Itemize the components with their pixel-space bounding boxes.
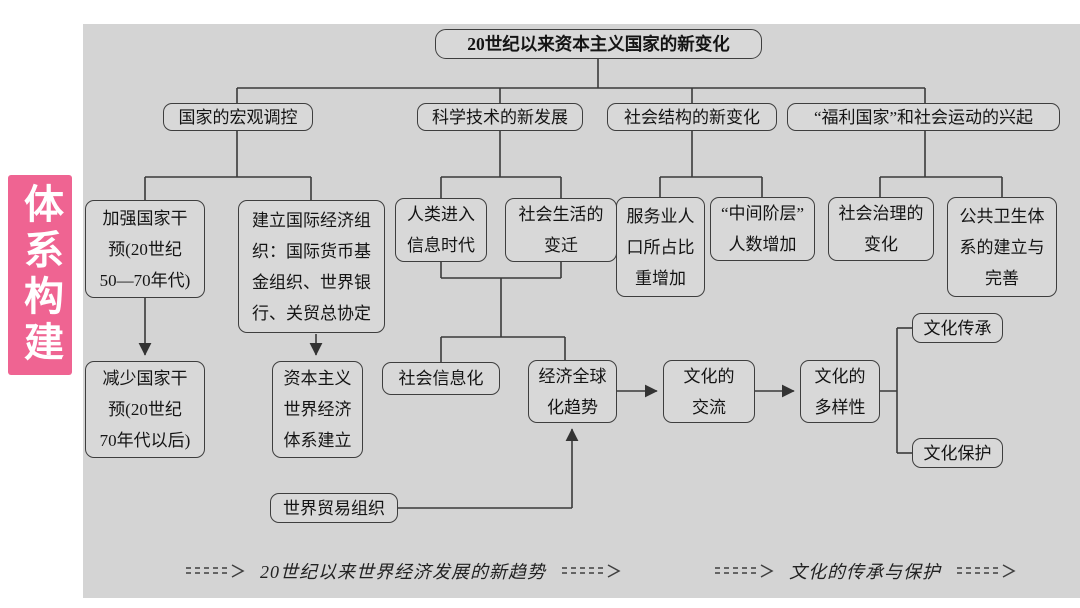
node-intl-economic-orgs: 建立国际经济组 织：国际货币基 金组织、世界银 行、关贸总协定	[238, 200, 385, 333]
node-title: 20世纪以来资本主义国家的新变化	[435, 29, 762, 59]
side-label: 体系构建	[8, 175, 72, 375]
node-information-age: 人类进入 信息时代	[395, 198, 487, 262]
dashed-arrow-icon	[715, 564, 774, 578]
node-cultural-exchange: 文化的 交流	[663, 360, 755, 423]
node-cultural-protection: 文化保护	[912, 438, 1003, 468]
caption-culture-text: 文化的传承与保护	[789, 562, 941, 582]
node-social-governance: 社会治理的 变化	[828, 197, 934, 261]
node-reduce-intervention: 减少国家干 预(20世纪 70年代以后)	[85, 361, 205, 458]
node-social-life: 社会生活的 变迁	[505, 198, 617, 262]
node-cultural-diversity: 文化的 多样性	[800, 360, 880, 423]
node-informatization: 社会信息化	[382, 362, 500, 395]
node-welfare-state: “福利国家”和社会运动的兴起	[787, 103, 1060, 131]
node-globalization: 经济全球 化趋势	[528, 360, 617, 423]
caption-economy-trend: 20世纪以来世界经济发展的新趋势	[182, 556, 624, 586]
node-social-structure: 社会结构的新变化	[607, 103, 777, 131]
node-wto: 世界贸易组织	[270, 493, 398, 523]
node-middle-class: “中间阶层” 人数增加	[710, 197, 815, 261]
dashed-arrow-icon	[957, 564, 1016, 578]
node-macro-control: 国家的宏观调控	[163, 103, 313, 131]
caption-culture: 文化的传承与保护	[710, 556, 1020, 586]
node-public-health: 公共卫生体 系的建立与 完善	[947, 197, 1057, 297]
node-strengthen-intervention: 加强国家干 预(20世纪 50—70年代)	[85, 200, 205, 298]
node-service-population: 服务业人 口所占比 重增加	[616, 197, 705, 297]
node-capitalist-system: 资本主义 世界经济 体系建立	[272, 361, 363, 458]
dashed-arrow-icon	[186, 564, 245, 578]
caption-economy-text: 20世纪以来世界经济发展的新趋势	[260, 562, 546, 582]
node-science-tech: 科学技术的新发展	[417, 103, 583, 131]
node-cultural-heritage: 文化传承	[912, 313, 1003, 343]
dashed-arrow-icon	[562, 564, 621, 578]
